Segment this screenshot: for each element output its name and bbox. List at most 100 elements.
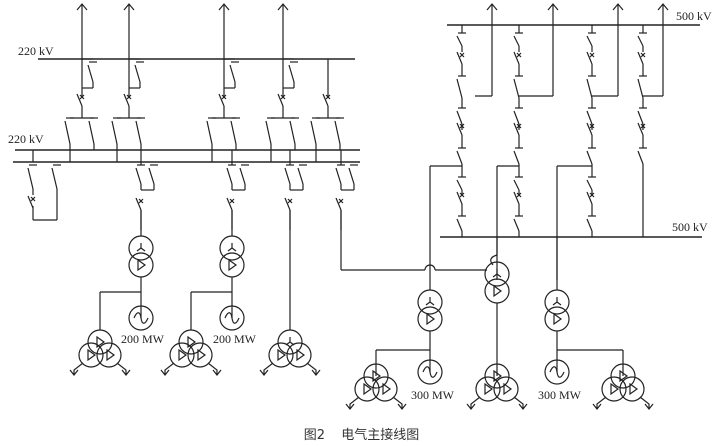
disconnector-switch: [335, 164, 345, 190]
delta-symbol-icon: [228, 258, 238, 272]
load-feeder: [164, 362, 175, 375]
switch-blade: [586, 150, 593, 165]
bus-220kv-upper-label: 220 kV: [18, 44, 54, 58]
load-arrow-icon: [69, 369, 79, 376]
switch-blade: [289, 120, 296, 145]
transformer-winding: [363, 363, 389, 389]
breaker-blade: [586, 122, 593, 136]
switch-blade: [226, 167, 233, 185]
disconnector-switch: [637, 32, 647, 52]
load-arrow-icon: [592, 403, 602, 410]
switch-blade: [348, 167, 355, 185]
generator-label: 200 MW: [121, 332, 165, 346]
generator-icon: [219, 305, 245, 331]
disconnector-switch: [111, 117, 121, 150]
disconnector-switch: [456, 176, 466, 196]
disconnector-switch: [456, 107, 466, 130]
switch-blade: [456, 218, 463, 232]
disconnector-switch: [64, 117, 74, 150]
load-arrow-icon: [259, 369, 269, 376]
sine-wave-icon: [422, 366, 438, 378]
load-arrow-icon: [345, 403, 355, 410]
breaker-x: [138, 198, 144, 204]
breaker-x: [516, 52, 522, 58]
delta-symbol-icon: [87, 348, 97, 362]
disconnector-switch: [297, 164, 307, 190]
switch-blade: [456, 179, 463, 191]
sine-wave-icon: [549, 366, 565, 378]
disconnector-switch: [586, 215, 596, 237]
wye-symbol-icon: [227, 243, 237, 252]
disconnector-switch: [348, 164, 358, 190]
switch-blade: [135, 120, 142, 145]
breaker-blade: [284, 197, 291, 211]
bus-500kv-lower-label: 500 kV: [672, 220, 708, 234]
breaker-blade: [226, 197, 233, 211]
transformer-winding: [78, 342, 104, 368]
figure-caption: 图2 电气主接线图: [0, 424, 723, 443]
breaker-blade: [277, 93, 284, 107]
load-feeder: [513, 396, 524, 409]
transformer-winding: [484, 278, 510, 304]
transformer-winding: [484, 363, 510, 389]
disconnector-switch: [148, 164, 158, 190]
transformer-winding: [128, 252, 154, 278]
circuit-breaker: [27, 195, 36, 209]
disconnector-switch: [456, 32, 466, 52]
switch-blade: [513, 78, 520, 99]
circuit-breaker: [76, 93, 85, 107]
switch-blade: [134, 64, 141, 83]
disconnector-switch: [456, 75, 466, 104]
breaker-x: [280, 94, 286, 100]
breaker-blade: [27, 195, 34, 209]
breaker-blade: [322, 93, 329, 107]
transformer-winding: [219, 235, 245, 261]
breaker-blade: [123, 93, 130, 107]
generator-icon: [544, 359, 570, 385]
breaker-x: [459, 192, 465, 198]
generator-label: 200 MW: [213, 332, 257, 346]
delta-symbol-icon: [197, 348, 207, 362]
switch-blade: [586, 110, 593, 125]
transformer-winding: [169, 342, 195, 368]
transformer-winding: [610, 363, 636, 389]
disconnector-switch: [637, 107, 647, 130]
load-feeder: [73, 362, 84, 375]
disconnector-switch: [134, 61, 144, 88]
breaker-x: [459, 123, 465, 129]
switch-blade: [513, 150, 520, 165]
breaker-x: [640, 123, 646, 129]
disconnector-switch: [229, 61, 239, 88]
load-arrow-icon: [121, 369, 131, 376]
load-arrow-icon: [212, 369, 222, 376]
disconnector-switch: [310, 117, 320, 150]
breaker-blade: [456, 191, 463, 205]
transformer-winding: [178, 329, 204, 355]
bus-500kv-upper-label: 500 kV: [676, 9, 712, 23]
wye-symbol-icon: [425, 297, 435, 306]
transformer-winding: [544, 289, 570, 315]
sine-wave-icon: [133, 312, 149, 324]
disconnector-switch: [226, 164, 236, 190]
disconnector-switch: [586, 107, 596, 130]
breaker-x: [287, 198, 293, 204]
transformer-winding: [475, 376, 501, 402]
disconnector-switch: [265, 117, 275, 150]
breaker-x: [589, 52, 595, 58]
breaker-blade: [637, 51, 644, 65]
switch-blade: [456, 35, 463, 47]
switch-blade: [637, 110, 644, 125]
circuit-breaker: [284, 197, 293, 211]
delta-symbol-icon: [426, 312, 436, 326]
load-feeder: [470, 396, 481, 409]
switch-blade: [88, 120, 95, 145]
figure-number: 图2: [303, 428, 326, 443]
switch-blade: [513, 110, 520, 125]
breaker-blade: [586, 191, 593, 205]
delta-symbol-icon: [372, 369, 382, 383]
circuit-breaker: [335, 197, 344, 211]
disconnector-switch: [586, 147, 596, 170]
circuit-breaker: [513, 51, 522, 65]
delta-symbol-icon: [137, 258, 147, 272]
circuit-breaker: [513, 191, 522, 205]
